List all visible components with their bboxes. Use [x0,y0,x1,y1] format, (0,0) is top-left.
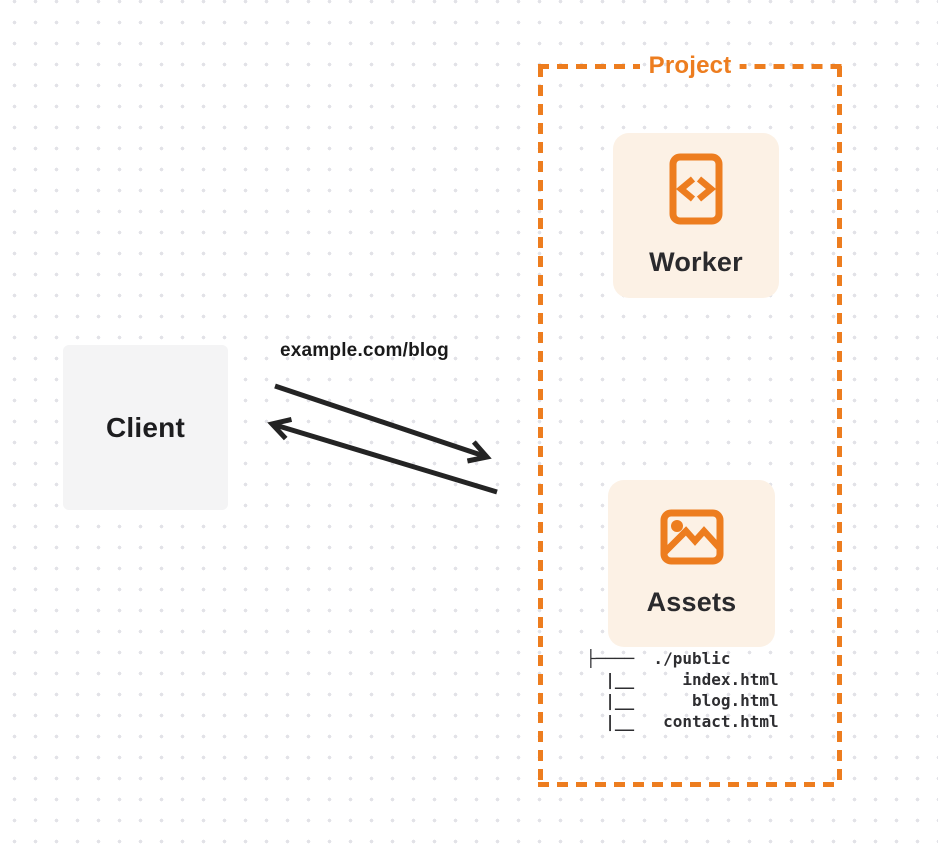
project-border-top-left [538,63,640,69]
project-border-right [837,66,842,787]
client-box: Client [63,345,228,510]
worker-card: Worker [613,133,779,298]
project-top-border: Project [538,52,843,80]
request-response-arrows [267,383,498,495]
file-tree-line-blog: |__ blog.html [586,691,779,710]
assets-label: Assets [646,587,737,617]
response-arrow [267,416,498,495]
assets-card: Assets [608,480,775,647]
project-border-bottom [538,782,842,787]
request-arrow [274,383,492,464]
code-file-icon [669,153,723,225]
project-container: Project Worker [538,52,843,787]
file-tree-line-index: |__ index.html [586,670,779,689]
client-label: Client [106,411,185,443]
file-tree-line-contact: |__ contact.html [586,712,779,731]
request-url-label: example.com/blog [280,340,449,361]
project-title: Project [648,52,732,79]
project-border-top-right [740,63,843,69]
project-border-left [538,66,543,787]
file-tree: ├──── ./public |__ index.html |__ blog.h… [586,648,779,732]
file-tree-line-public: ├──── ./public [586,649,731,668]
image-icon [660,509,724,565]
worker-label: Worker [649,247,743,277]
